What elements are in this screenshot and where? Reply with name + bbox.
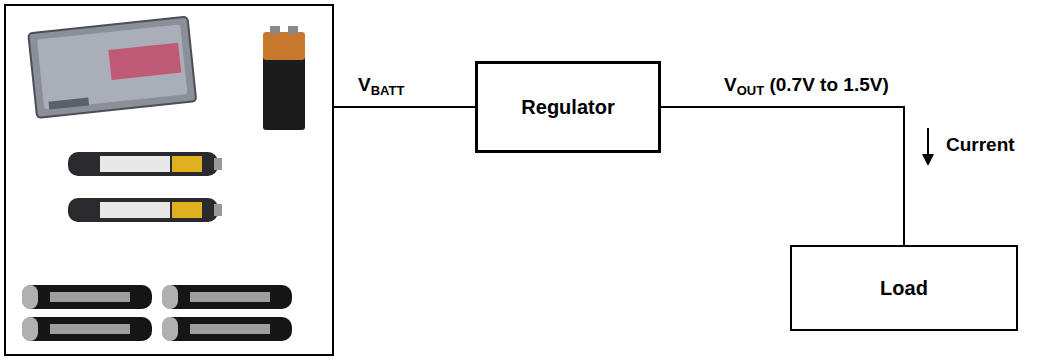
aaa-rechargeable-batteries [68, 152, 222, 222]
current-label: Current [944, 134, 1017, 156]
battery-frame [5, 5, 333, 355]
wire [661, 107, 904, 245]
signal-name: VOUT (0.7V to 1.5V) [722, 74, 891, 98]
regulator-box: Regulator [475, 61, 661, 153]
current-arrow [922, 128, 934, 166]
camera-battery [28, 17, 196, 118]
nine-volt-battery [263, 26, 305, 130]
signal-name: VBATT [356, 74, 406, 98]
battery-wire [334, 106, 476, 108]
aaa-alkaline-batteries [22, 285, 292, 341]
box-label: Load [880, 277, 928, 300]
box-label: Regulator [521, 96, 614, 119]
load-box: Load [790, 245, 1018, 331]
